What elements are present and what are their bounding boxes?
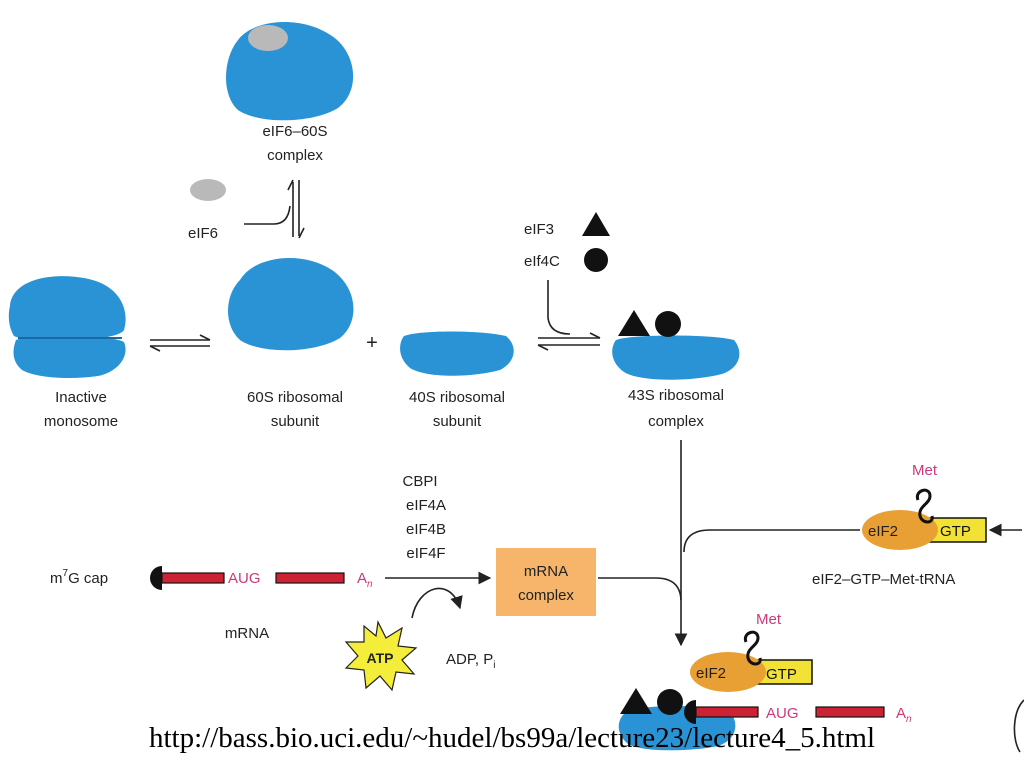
- mrna-strand: [150, 566, 345, 590]
- equilibrium-arrows-vertical: [287, 179, 305, 239]
- poly-a-label-bottom: An: [896, 705, 912, 725]
- s60-label-line1: 60S ribosomal: [247, 389, 343, 406]
- eif2-label-right: eIF2: [868, 523, 898, 540]
- aug-label-bottom: AUG: [766, 705, 799, 722]
- eif3-triangle-icon: [582, 212, 610, 236]
- factor-item: eIF4F: [406, 545, 445, 562]
- eif6-60s-label-line1: eIF6–60S: [262, 123, 327, 140]
- eif2-label-bottom: eIF2: [696, 665, 726, 682]
- inactive-monosome: [8, 276, 126, 378]
- atp-label: ATP: [367, 650, 394, 666]
- ribosome-60s-subunit: [228, 257, 354, 351]
- equilibrium-arrows-43s: [537, 332, 601, 351]
- s60-label-line2: subunit: [271, 413, 320, 430]
- mrna-complex-label-line1: mRNA: [524, 563, 568, 580]
- ribosome-43s-complex: [612, 310, 740, 380]
- adp-pi-label: ADP, Pi: [446, 651, 495, 671]
- inactive-monosome-label-line2: monosome: [44, 413, 118, 430]
- eif2-gtp-met-trna-bottom: [690, 630, 813, 692]
- partial-bracket: [1013, 699, 1024, 753]
- met-label-bottom: Met: [756, 611, 782, 628]
- s43-label-line1: 43S ribosomal: [628, 387, 724, 404]
- eif4c-circle-icon: [584, 248, 608, 272]
- ribosome-60s-shape: [226, 22, 354, 121]
- factor-item: CBPI: [402, 473, 437, 490]
- ribosome-40s-subunit: [400, 331, 514, 376]
- mrna-complex-box: [496, 548, 596, 616]
- eif2-join-line: [683, 529, 860, 553]
- m7g-cap-label: m7G cap: [50, 568, 108, 587]
- eif3-label: eIF3: [524, 221, 554, 238]
- complex-join-line: [598, 577, 682, 601]
- initiation-complex-bottom: [618, 688, 885, 751]
- gtp-label-right: GTP: [940, 523, 971, 540]
- eif6-free-blob: [190, 179, 226, 201]
- atp-star-icon: [344, 620, 418, 692]
- factor-item: eIF4A: [406, 497, 446, 514]
- eif6-60s-label-line2: complex: [267, 147, 323, 164]
- s40-label-line2: subunit: [433, 413, 482, 430]
- factor-item: eIF4B: [406, 521, 446, 538]
- mrna-label: mRNA: [225, 625, 269, 642]
- eif6-curved-arrow: [244, 205, 291, 225]
- atp-hydrolysis-arrow: [411, 587, 463, 619]
- eif6-label: eIF6: [188, 225, 218, 242]
- plus-sign: +: [366, 332, 378, 354]
- eif4c-label: eIf4C: [524, 253, 560, 270]
- s43-label-line2: complex: [648, 413, 704, 430]
- inactive-monosome-label-line1: Inactive: [55, 389, 107, 406]
- gtp-label-bottom: GTP: [766, 666, 797, 683]
- equilibrium-arrows-monosome: [149, 334, 211, 352]
- eif6-blob: [248, 25, 288, 51]
- met-label-right: Met: [912, 462, 938, 479]
- factor-curved-arrow: [547, 280, 571, 335]
- poly-a-label: An: [357, 570, 373, 590]
- s40-label-line1: 40S ribosomal: [409, 389, 505, 406]
- aug-label: AUG: [228, 570, 261, 587]
- eif6-60s-complex: [226, 22, 354, 121]
- mrna-complex-label-line2: complex: [518, 587, 574, 604]
- eif2-gtp-met-trna-label: eIF2–GTP–Met-tRNA: [812, 571, 955, 588]
- source-url[interactable]: http://bass.bio.uci.edu/~hudel/bs99a/lec…: [148, 722, 876, 754]
- eif2-gtp-met-trna-right: [862, 488, 987, 550]
- factor-list: CBPI eIF4A eIF4B eIF4F: [402, 473, 446, 562]
